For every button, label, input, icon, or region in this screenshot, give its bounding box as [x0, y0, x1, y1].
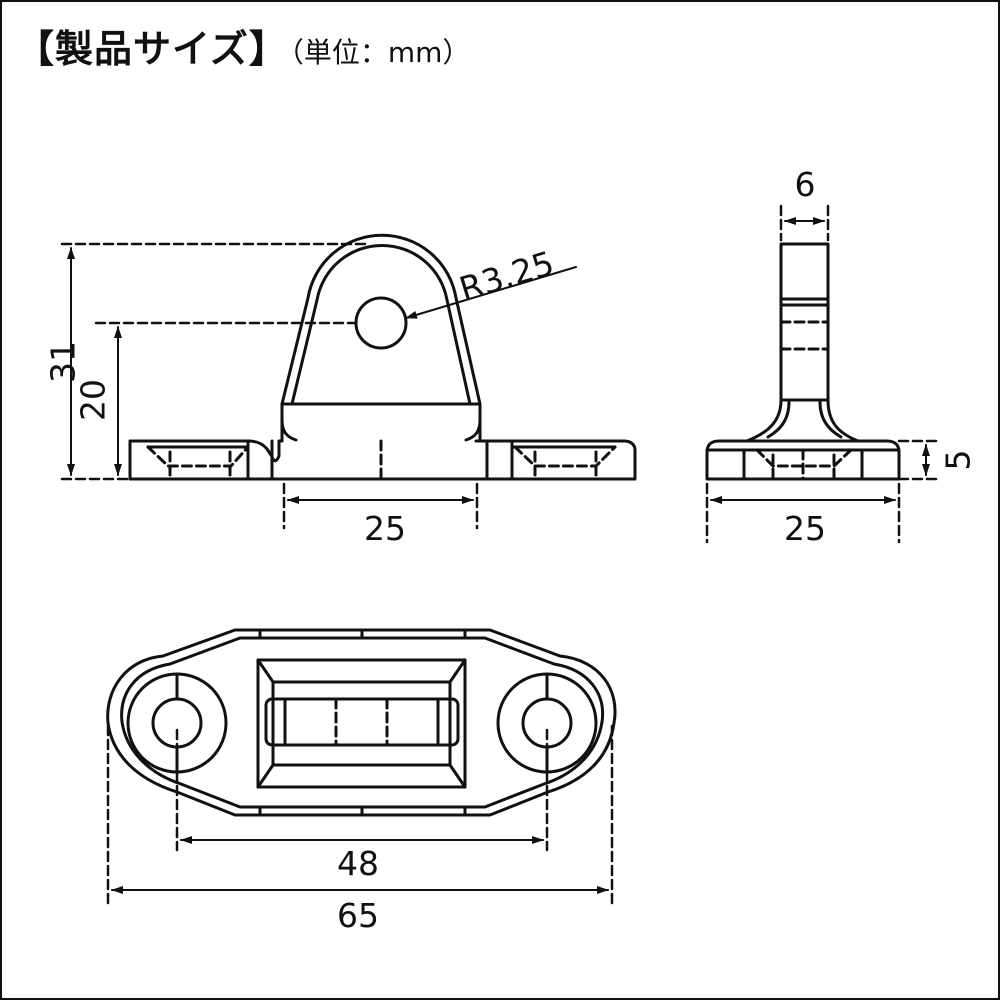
- side-view: [705, 242, 901, 481]
- label-hole-pitch: 48: [337, 844, 379, 883]
- dimension-labels: 31 20 R3.25 25 6 5 25 48 65: [44, 165, 978, 935]
- title-main: 【製品サイズ】: [16, 27, 288, 71]
- label-radius: R3.25: [455, 243, 559, 308]
- label-overall-length: 65: [337, 896, 379, 935]
- label-front-width: 25: [364, 509, 406, 548]
- front-view: [128, 233, 637, 481]
- label-height-total: 31: [44, 341, 83, 383]
- top-dimensions: [106, 724, 614, 907]
- top-view: [106, 628, 617, 817]
- label-hole-center-height: 20: [74, 379, 113, 421]
- drawing-title: 【製品サイズ】（単位：mm）: [16, 18, 470, 73]
- label-base-height: 5: [939, 450, 978, 471]
- front-dimensions: [60, 242, 577, 530]
- label-side-depth: 25: [784, 509, 826, 548]
- label-thickness: 6: [795, 165, 816, 204]
- title-unit: （単位：mm）: [289, 36, 471, 69]
- side-dimensions: [705, 204, 940, 544]
